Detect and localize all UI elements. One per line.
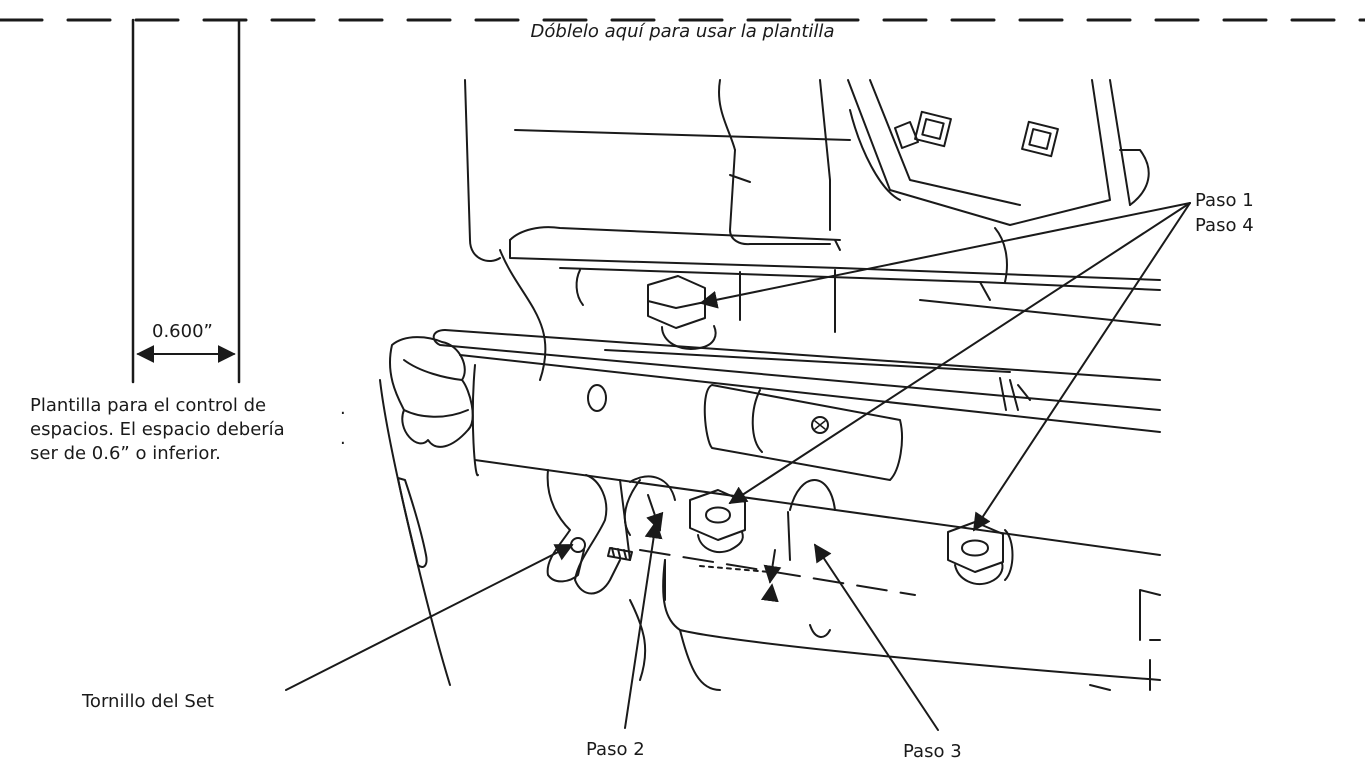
step3-rotation-arrow [763,549,782,584]
gap-dimension-label: 0.600” [152,321,213,342]
fold-instruction: Dóblelo aquí para usar la plantilla [530,21,835,42]
dot-marker: . [340,398,346,419]
callout-step2: Paso 2 [586,739,645,760]
step1-4-leaders [699,202,1191,532]
note-line: Plantilla para el control de [30,395,267,416]
dot-marker: . [340,428,346,449]
callout-step1: Paso 1 [1195,190,1254,211]
note-line: espacios. El espacio debería [30,419,285,440]
gap-template-note: Plantilla para el control de espacios. E… [30,394,320,466]
mechanism-drawing [379,79,1161,691]
gap-template-gauge [131,18,241,384]
callout-step4: Paso 4 [1195,215,1254,236]
set-screw-leader [285,544,574,691]
step2-leader [624,520,663,729]
callout-step3: Paso 3 [903,741,962,762]
note-line: ser de 0.6” o inferior. [30,443,221,464]
step2-rotation-arrow [646,494,664,532]
callout-set-screw: Tornillo del Set [82,691,214,712]
step3-leader [814,543,939,731]
